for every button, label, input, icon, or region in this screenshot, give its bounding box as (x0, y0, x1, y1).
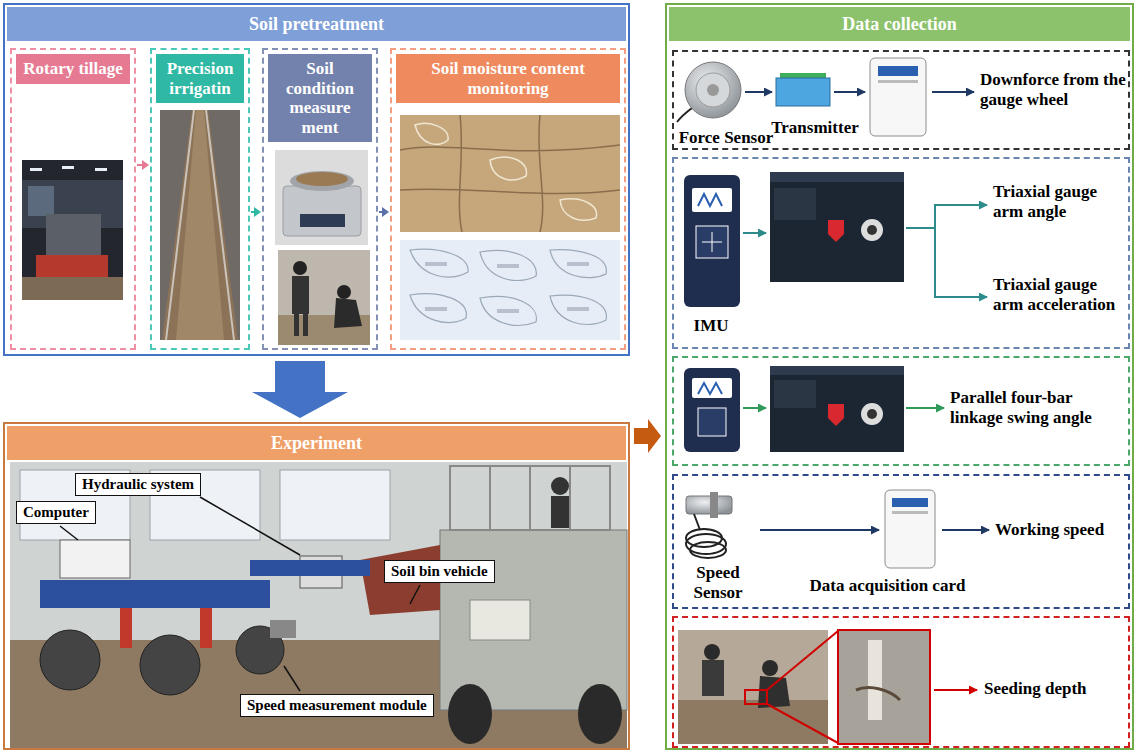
signal-label: Transmitter (765, 118, 865, 138)
signal-label: Triaxial gauge arm acceleration (993, 275, 1128, 314)
step-box: Precision irrigatin (150, 48, 250, 350)
flow-arrow (137, 160, 149, 170)
callout-pointer (60, 497, 420, 691)
step-box: Rotary tillage (10, 48, 136, 350)
step-box: Soil condition measure ment (262, 48, 378, 350)
irrigation-photo (160, 110, 240, 340)
signal-arrow (743, 407, 944, 409)
panel-title: Data collection (669, 7, 1130, 41)
signal-label: Downforce from the gauge wheel (980, 70, 1128, 109)
callout-label: Hydraulic system (82, 475, 194, 494)
step-title: Soil condition measure ment (268, 54, 372, 142)
experiment-photo (10, 462, 627, 748)
zoom-line (767, 631, 838, 743)
callout-label: Computer (23, 503, 89, 522)
sensor-group: Seeding depth (672, 616, 1130, 748)
callout-box: Computer (16, 501, 96, 524)
callout-label: Speed measurement module (247, 696, 427, 715)
sensor-group: Parallel four-bar linkage swing angle (672, 356, 1130, 466)
sensor-group: IMU Triaxial gauge arm angleTriaxial gaug… (672, 157, 1130, 349)
step-title: Soil moisture content monitoring (396, 54, 620, 103)
signal-label: Data acquisition card (800, 576, 975, 596)
tillage-photo (22, 160, 123, 300)
step-box: Soil moisture content monitoring (390, 48, 626, 350)
panel: Soil pretreatmentRotary tillage Precision… (3, 3, 630, 356)
signal-arrow (760, 529, 989, 531)
callout-box: Soil bin vehicle (384, 560, 495, 583)
software-screen (770, 172, 904, 282)
signal-arrow (743, 205, 987, 297)
signal-label: Speed Sensor (676, 563, 760, 602)
signal-arrow (934, 689, 977, 691)
callout-label: Soil bin vehicle (391, 562, 488, 581)
people-photo (278, 250, 370, 345)
panel: ExperimentHydraulic systemComputerSoil b… (3, 422, 630, 750)
imu-icon (684, 368, 740, 452)
daq-icon (885, 490, 935, 568)
force-sensor-icon (677, 62, 741, 122)
signal-label: Parallel four-bar linkage swing angle (950, 388, 1128, 427)
signal-label: IMU (676, 316, 746, 336)
software-screen (770, 366, 904, 452)
moisture-map (400, 240, 620, 340)
soil-surface-photo (400, 115, 620, 232)
flow-arrow (251, 207, 261, 217)
imu-icon (684, 175, 740, 307)
signal-label: Working speed (995, 520, 1125, 540)
signal-label: Triaxial gauge arm angle (993, 182, 1128, 221)
sensor-group: Force SensorTransmitter Downforce from th… (672, 50, 1130, 150)
callout-box: Speed measurement module (240, 694, 434, 717)
step-title: Rotary tillage (16, 54, 130, 84)
flow-arrow (379, 207, 389, 217)
panel-title: Experiment (7, 426, 626, 460)
signal-arrow (745, 91, 974, 93)
step-title: Precision irrigatin (156, 54, 244, 103)
flow-arrow (252, 361, 348, 418)
flow-arrow (634, 419, 661, 453)
transmitter-icon (776, 73, 830, 106)
callout-box: Hydraulic system (75, 473, 201, 496)
daq-icon (870, 58, 926, 136)
signal-label: Force Sensor (676, 128, 776, 148)
panel: Data collectionForce SensorTransmitter Do… (665, 3, 1134, 750)
sensor-group: Speed Sensor Data acquisition card Working… (672, 474, 1130, 609)
seeding-photo (678, 630, 930, 744)
signal-label: Seeding depth (984, 679, 1124, 699)
scale-photo (275, 150, 368, 245)
speed-sensor-icon (686, 492, 732, 558)
panel-title: Soil pretreatment (7, 7, 626, 41)
